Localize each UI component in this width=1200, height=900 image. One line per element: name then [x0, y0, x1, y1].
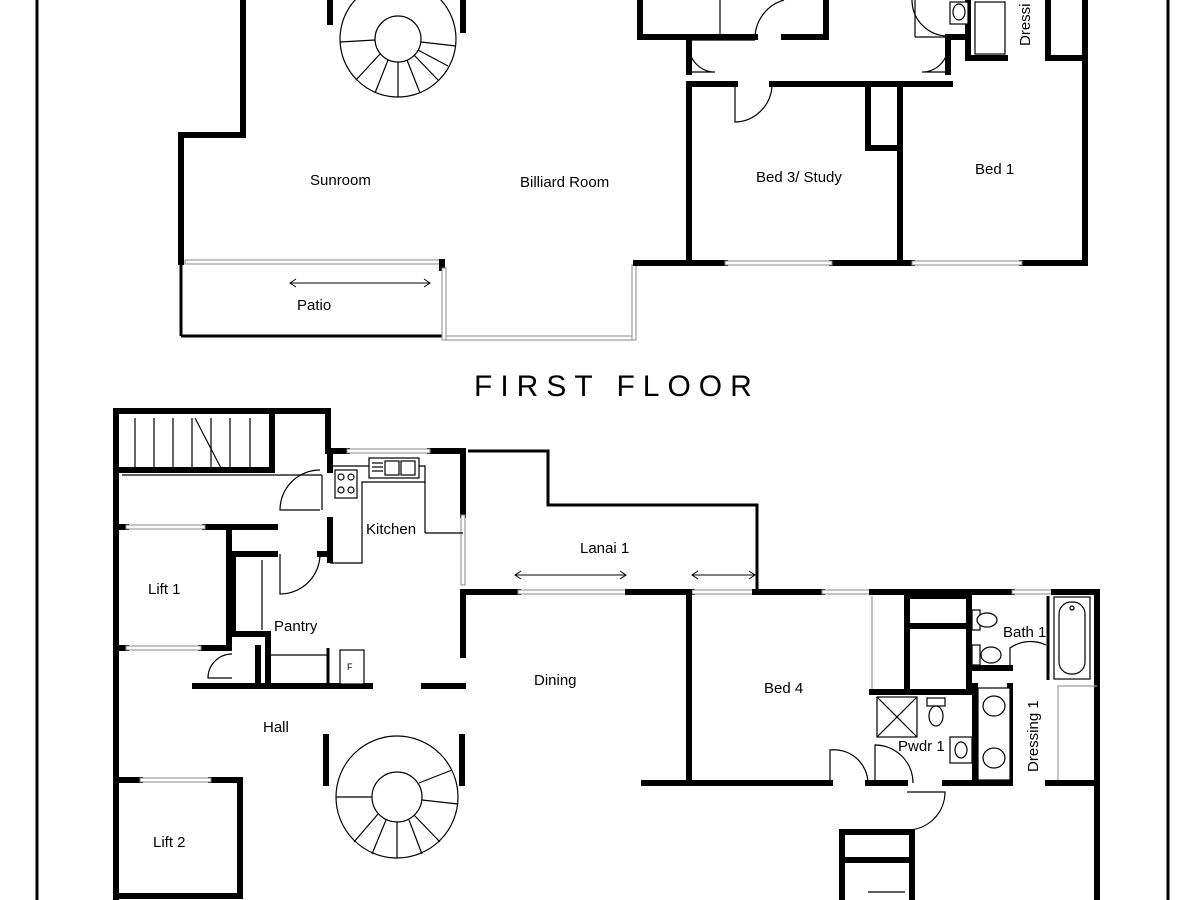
- pantry-fridge: [339, 649, 365, 685]
- lower-straight-stair: [113, 408, 323, 510]
- room-label-billiard-room: Billiard Room: [520, 174, 609, 191]
- upper-plan: [178, 0, 1088, 341]
- bath1-window: [1011, 589, 1055, 595]
- lower-spiral-stair: [335, 735, 459, 859]
- bed1-window: [911, 260, 1023, 266]
- room-label-bed1: Bed 1: [975, 161, 1014, 178]
- pwdr-shower: [876, 696, 918, 738]
- bed4-window: [821, 589, 873, 595]
- lower-south-rooms: [839, 829, 915, 900]
- room-label-bed3-study: Bed 3/ Study: [756, 169, 842, 186]
- room-label-pwdr1: Pwdr 1: [898, 738, 945, 755]
- room-label-sunroom: Sunroom: [310, 172, 371, 189]
- lift1-door-top: [125, 524, 206, 530]
- room-label-bath1: Bath 1: [1003, 624, 1046, 641]
- kitchen-sink: [368, 457, 420, 479]
- kitchen-glass-east: [460, 514, 466, 586]
- upper-door-swing-4: [921, 45, 949, 73]
- bed1-closet: [865, 81, 903, 151]
- room-label-lanai1: Lanai 1: [580, 540, 629, 557]
- floor-heading: FIRST FLOOR: [474, 370, 760, 403]
- patio-glass-door: [184, 259, 441, 265]
- lanai-door-1: [517, 589, 629, 595]
- pantry-door-swing-1: [279, 469, 321, 511]
- lanai-door-2: [691, 589, 756, 595]
- pantry-bottom-wall: [230, 631, 271, 689]
- pwdr-door-swing: [874, 744, 914, 784]
- room-label-patio: Patio: [297, 297, 331, 314]
- room-label-lift2: Lift 2: [153, 834, 186, 851]
- sunroom-outer-wall: [178, 0, 246, 265]
- upper-door-swing-3: [734, 83, 773, 123]
- room-label-lift1: Lift 1: [148, 581, 181, 598]
- pantry-door-swing-2: [279, 553, 321, 595]
- vanity-sink-2: [982, 747, 1006, 769]
- kitchen-cooktop: [334, 469, 358, 499]
- dressing-top-bench: [974, 1, 1006, 55]
- upper-spiral-stair: [339, 0, 457, 98]
- bed4-closet: [904, 593, 972, 695]
- corridor-door-swing: [906, 791, 946, 831]
- lift2-door: [139, 777, 212, 783]
- bath-door-swing: [1009, 640, 1047, 668]
- bath1-bidet: [971, 644, 1002, 666]
- patio-slide-arrow: [289, 278, 431, 288]
- upper-toilet: [949, 1, 969, 25]
- upper-door-swing-2: [688, 45, 716, 73]
- kitchen-window: [346, 448, 431, 454]
- bed3-window: [724, 260, 833, 266]
- room-label-dressing1: Dressing 1: [1025, 700, 1042, 772]
- lanai-slide-arrow-2: [691, 570, 756, 580]
- room-label-dining: Dining: [534, 672, 577, 689]
- billiard-glass-wall-right: [631, 264, 637, 341]
- upper-north-rooms-wall: [637, 0, 758, 40]
- lower-west-wall: [113, 408, 350, 900]
- bath1-tub: [1053, 596, 1091, 680]
- pwdr-sink: [949, 736, 973, 764]
- bed4-door-swing: [829, 749, 869, 784]
- upper-door-swing-1: [754, 0, 785, 38]
- billiard-glass-wall-left: [441, 267, 447, 341]
- billiard-glass-wall-bottom: [445, 335, 637, 341]
- room-label-dressing-top: Dressi: [1017, 3, 1034, 46]
- vanity-sink-1: [982, 695, 1006, 717]
- lanai-slide-arrow-1: [514, 570, 627, 580]
- fridge-mark: F: [347, 662, 353, 672]
- room-label-bed4: Bed 4: [764, 680, 803, 697]
- lanai-outline: [468, 449, 759, 592]
- upper-door-swing-5: [911, 0, 949, 37]
- room-label-pantry: Pantry: [274, 618, 318, 635]
- lift1-door-bottom: [125, 645, 202, 651]
- lower-plan: F: [113, 408, 1100, 900]
- room-label-hall: Hall: [263, 719, 289, 736]
- closet-door-swing: [207, 653, 233, 679]
- pwdr-toilet: [926, 697, 946, 727]
- bath1-toilet: [971, 609, 998, 631]
- room-label-kitchen: Kitchen: [366, 521, 416, 538]
